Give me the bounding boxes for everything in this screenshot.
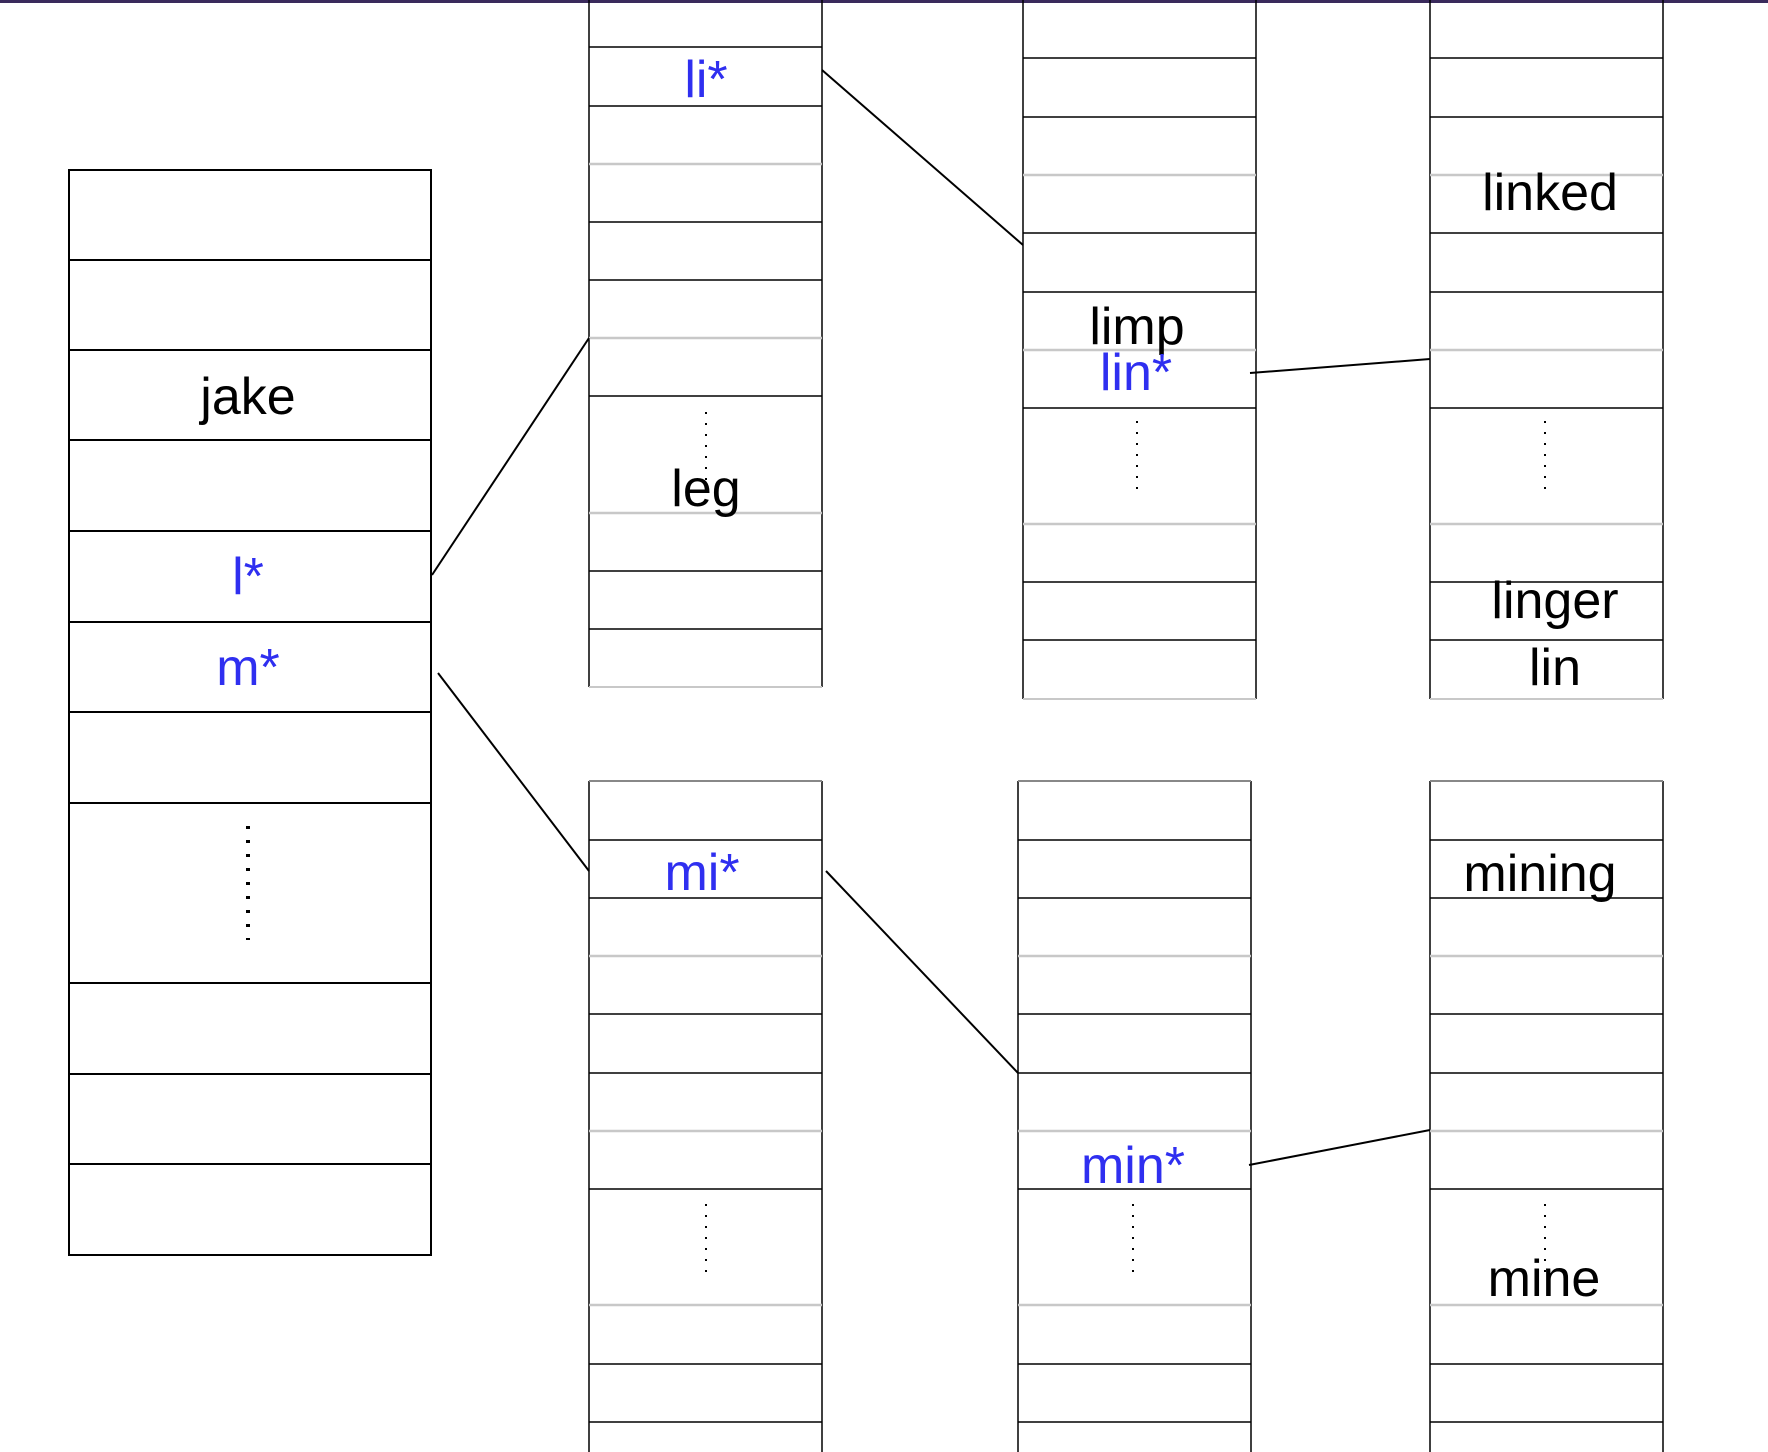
m-level1-table [588, 780, 823, 1452]
entry-mining: mining [1463, 845, 1617, 903]
entry-linger: linger [1491, 572, 1619, 630]
root-entry-jake: jake [200, 368, 296, 426]
l-level1-table [588, 0, 823, 688]
entry-min-prefix: min* [1080, 1137, 1186, 1195]
connector-m-to-mi [437, 672, 590, 872]
entry-mine: mine [1487, 1250, 1601, 1308]
m-level2-table [1017, 780, 1252, 1452]
entry-li-prefix: li* [684, 51, 728, 109]
entry-lin-prefix: lin* [1099, 344, 1173, 402]
connector-lin-to-level3 [1249, 358, 1431, 374]
connector-l-to-li [431, 337, 590, 576]
root-entry-m-prefix: m* [216, 639, 280, 697]
entry-limp: limp [1089, 298, 1185, 356]
connector-mi-to-min [825, 870, 1019, 1074]
connector-min-to-level3 [1248, 1129, 1431, 1166]
entry-leg: leg [671, 460, 741, 518]
l-level2-table [1022, 0, 1257, 700]
root-table [68, 169, 432, 1256]
l-level3-table [1429, 0, 1664, 700]
entry-lin: lin [1528, 639, 1582, 697]
top-border [0, 0, 1768, 3]
entry-linked: linked [1482, 164, 1618, 222]
connector-lines [431, 69, 1431, 1166]
m-level3-table [1429, 780, 1664, 1452]
entry-mi-prefix: mi* [664, 844, 740, 902]
connector-li-to-lin [821, 69, 1024, 246]
root-entry-l-prefix: l* [232, 548, 264, 606]
